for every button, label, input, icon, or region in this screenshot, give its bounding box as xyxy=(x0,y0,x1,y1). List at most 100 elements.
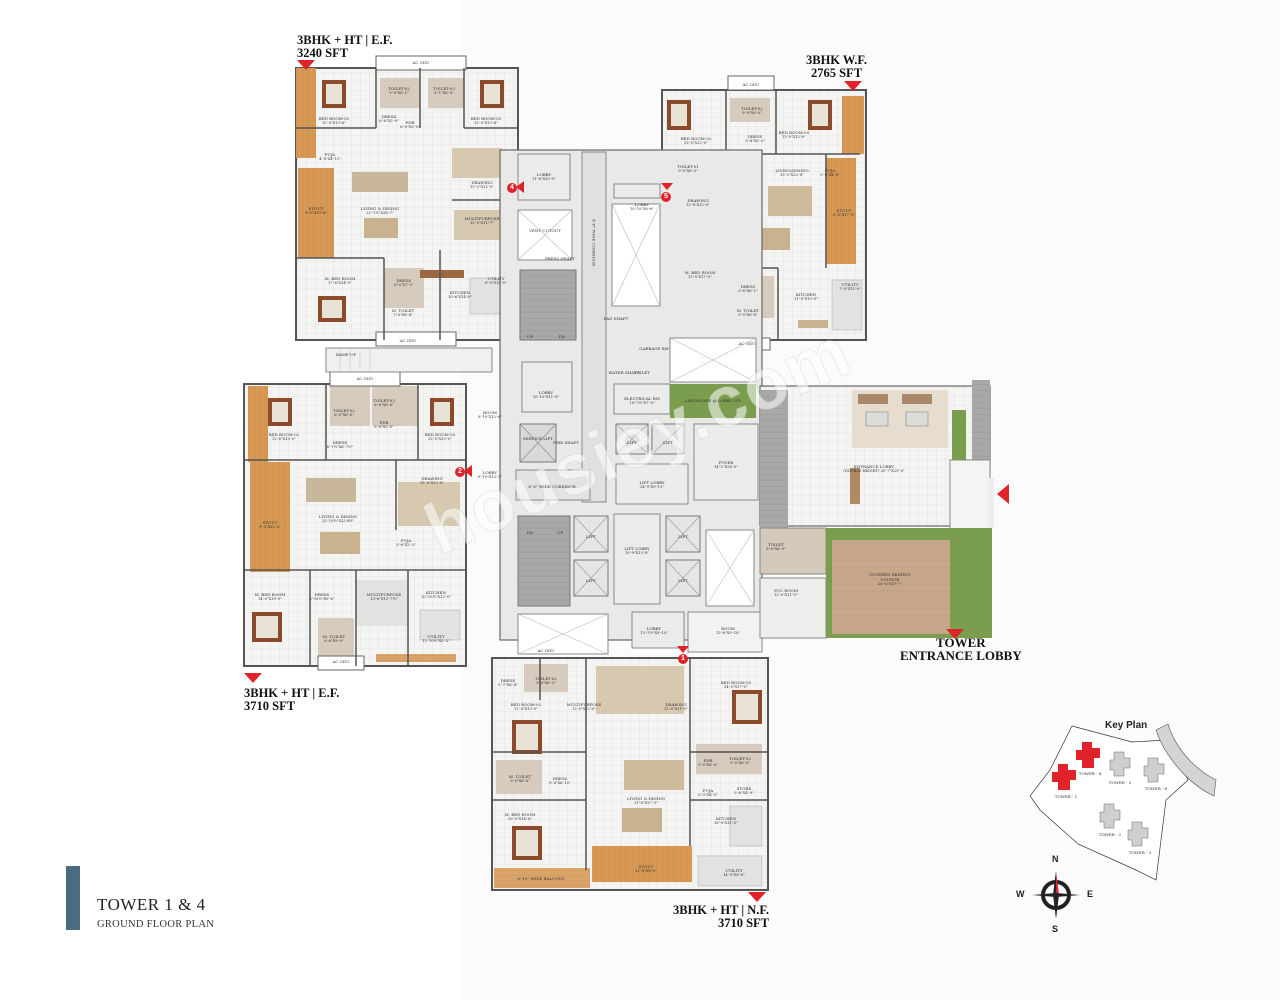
unit-4-area: 3240 SFT xyxy=(297,46,349,60)
entrance-lobby-plan xyxy=(759,380,994,639)
unit-5-entry-marker-icon xyxy=(844,81,862,91)
stair-label: UP xyxy=(526,334,534,339)
unit-4-label: 3BHK + HT | E.F. 3240 SFT xyxy=(297,34,392,60)
room-label: AC ODU xyxy=(356,376,374,381)
room-label: SERVICE LIFT xyxy=(523,436,553,441)
room-label: AC ODU xyxy=(738,341,756,346)
key-plan-title: Key Plan xyxy=(1105,720,1148,731)
room-label: RAMP UP xyxy=(335,352,357,357)
unit-4-badge: 4 xyxy=(507,183,517,193)
unit-4-type: 3BHK + HT | E.F. xyxy=(297,33,393,47)
title-accent-bar xyxy=(66,866,80,930)
plan-subtitle: GROUND FLOOR PLAN xyxy=(97,919,215,930)
stair-label: DN xyxy=(526,530,534,535)
room-label: LIFT xyxy=(678,578,688,583)
unit-5-door-marker-icon xyxy=(661,183,673,190)
core-plan xyxy=(325,149,763,655)
unit-5-badge: 5 xyxy=(661,192,671,202)
compass-west-label: W xyxy=(1016,889,1025,899)
unit-1-area: 3710 SFT xyxy=(717,916,770,930)
unit-2-label: 3BHK + HT | E.F. 3710 SFT xyxy=(244,687,339,713)
room-label: GARBAGE RM xyxy=(639,346,669,351)
entrance-marker-icon xyxy=(946,629,964,639)
room-label: AC ODU xyxy=(399,338,417,343)
unit-2-plan xyxy=(243,371,467,671)
compass-south-label: S xyxy=(1052,924,1059,934)
unit-1-entry-marker-icon xyxy=(748,892,766,902)
room-label: FIRE SHAFT xyxy=(552,440,580,445)
room-label: TOILET xyxy=(634,370,650,375)
key-plan-tower-2-label: TOWER - 2 xyxy=(1098,832,1122,837)
compass-north-label: N xyxy=(1052,854,1059,864)
room-label: LIFT xyxy=(627,440,637,445)
key-plan-tower-4-label: TOWER - 4 xyxy=(1078,771,1102,776)
room-label: LANDSCAPE @ LOBBY LVL xyxy=(684,398,742,403)
unit-1-badge: 1 xyxy=(678,654,688,664)
plan-title: TOWER 1 & 4 xyxy=(97,895,206,914)
room-label: AC ODU xyxy=(412,60,430,65)
unit-2-door-marker-icon xyxy=(464,465,472,477)
room-label: PRESS SHAFT xyxy=(545,256,575,261)
compass-rose-icon xyxy=(1032,871,1080,919)
key-plan-tower-5-label: TOWER - 5 xyxy=(1108,780,1132,785)
unit-4-door-marker-icon xyxy=(516,181,524,193)
unit-1-type: 3BHK + HT | N.F. xyxy=(673,903,770,917)
unit-4-entry-marker-icon xyxy=(297,60,315,70)
unit-5-area: 2765 SFT xyxy=(810,66,863,80)
room-label: AC ODU xyxy=(332,659,350,664)
room-label: ENTRANCE LOBBY(DOUBLE HEIGHT) 30'-7"X29'… xyxy=(843,464,905,473)
room-label: 4'-6" WIDE CORRIDOR xyxy=(528,484,576,489)
room-label: AC ODU xyxy=(742,82,760,87)
room-label: FAN SHAFT xyxy=(603,316,629,321)
room-label: LIFT xyxy=(678,534,688,539)
key-plan-tower-6-label: TOWER - 6 xyxy=(1144,786,1168,791)
unit-2-type: 3BHK + HT | E.F. xyxy=(244,686,340,700)
